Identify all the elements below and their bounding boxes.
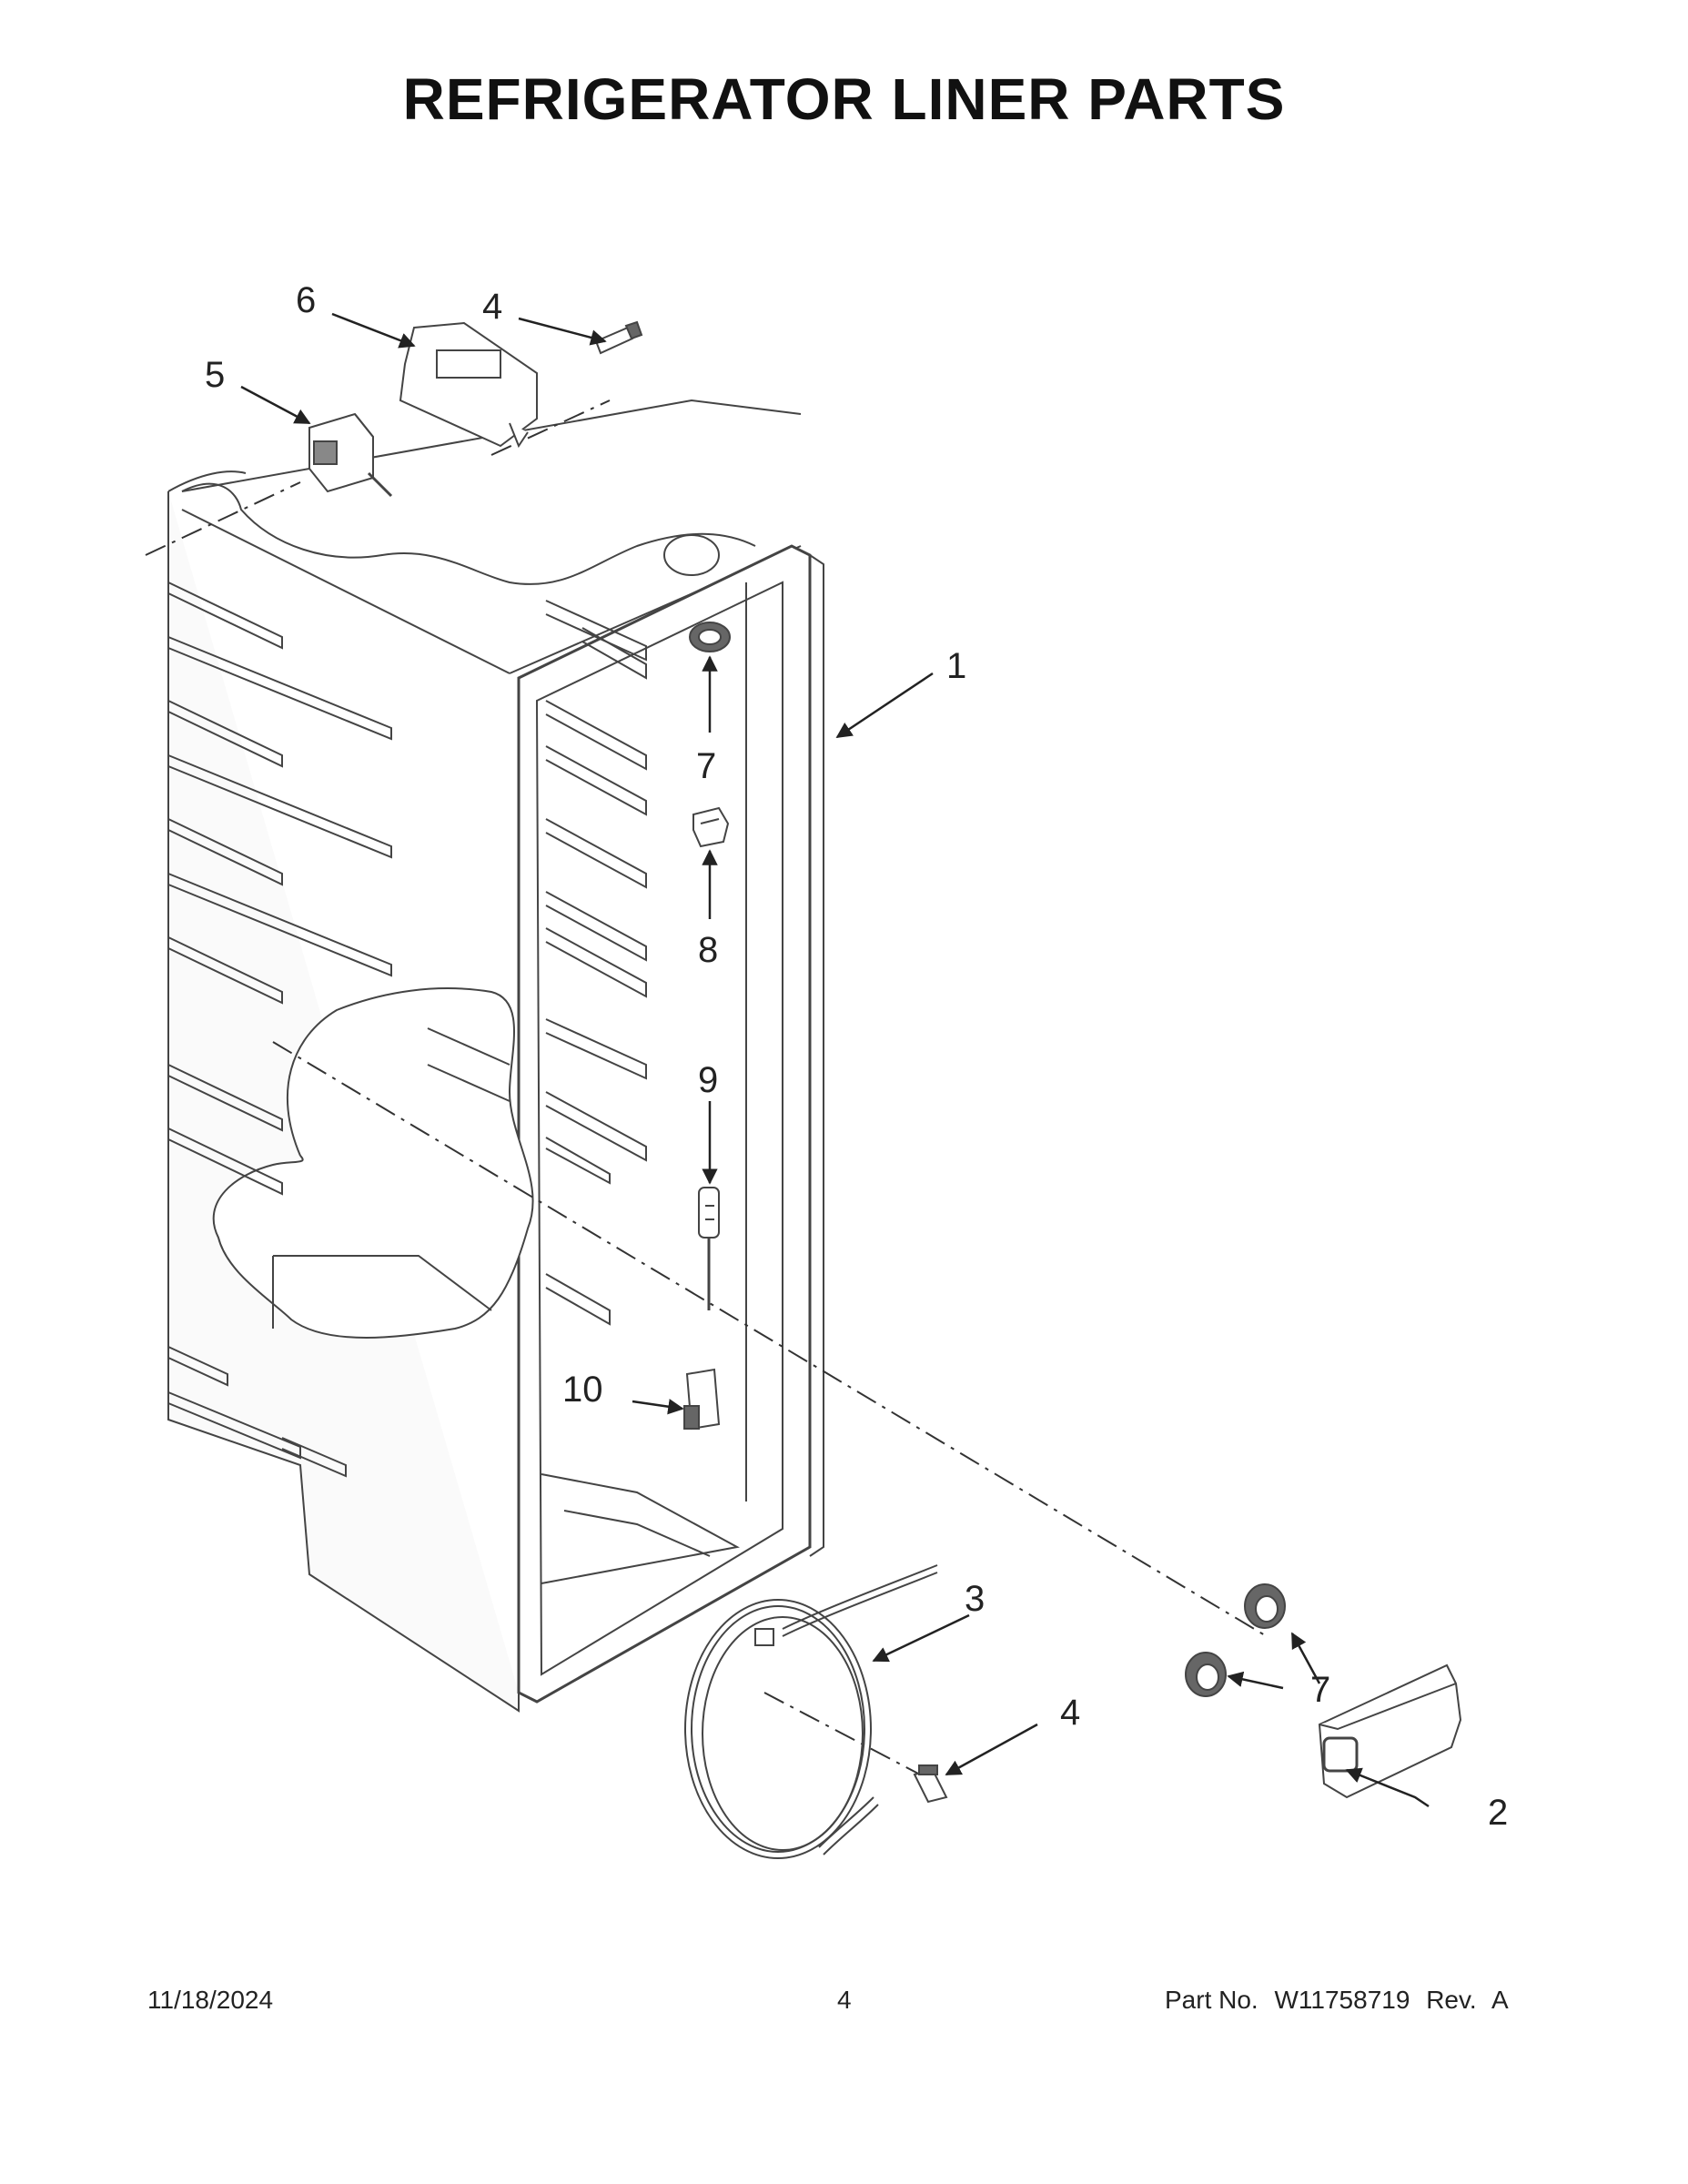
footer-page-number: 4 <box>837 1986 852 2014</box>
rev-label: Rev. <box>1426 1986 1477 2014</box>
callout-arrows <box>240 312 1430 1808</box>
callout-8: 8 <box>698 930 718 970</box>
callout-9: 9 <box>698 1060 718 1100</box>
refrigerator-liner <box>167 399 824 1713</box>
part-10-holder <box>683 1368 721 1431</box>
callout-6: 6 <box>296 280 316 320</box>
callout-5: 5 <box>205 355 225 395</box>
callout-2: 2 <box>1488 1793 1508 1833</box>
part-6-bracket <box>399 321 538 449</box>
part-8-clip <box>692 806 730 848</box>
part-3-tube-coil <box>684 1564 938 1859</box>
callout-7-bottom: 7 <box>1310 1670 1330 1710</box>
rev-value: A <box>1491 1986 1509 2014</box>
part-4-screw-top <box>594 320 643 355</box>
part-7-cap-top <box>689 622 731 652</box>
part-2-housing <box>1318 1663 1462 1799</box>
callout-labels: 1 2 3 4 4 5 6 7 7 8 9 10 <box>205 280 1508 1833</box>
callout-1: 1 <box>946 646 966 686</box>
part-no-label: Part No. <box>1165 1986 1258 2014</box>
left-wall-shelf-ribs <box>167 581 392 1478</box>
callout-4-top: 4 <box>482 287 502 327</box>
part-no-value: W11758719 <box>1274 1986 1410 2014</box>
part-9-sensor <box>698 1187 720 1310</box>
page-title: REFRIGERATOR LINER PARTS <box>402 66 1286 132</box>
assembly-lines <box>145 399 1270 1785</box>
right-wall-shelf-ribs <box>545 600 647 1326</box>
footer-part-number: Part No. W11758719 Rev. A <box>1165 1986 1518 2015</box>
part-5-electrical-box <box>308 412 393 498</box>
part-4-screw-bottom <box>913 1764 948 1804</box>
footer-date: 11/18/2024 <box>147 1986 274 2014</box>
callout-3: 3 <box>965 1579 985 1619</box>
part-7-caps-bottom <box>1185 1583 1286 1697</box>
callout-10: 10 <box>562 1370 603 1410</box>
callout-4-bottom: 4 <box>1060 1693 1080 1733</box>
callout-7-top: 7 <box>696 746 716 786</box>
